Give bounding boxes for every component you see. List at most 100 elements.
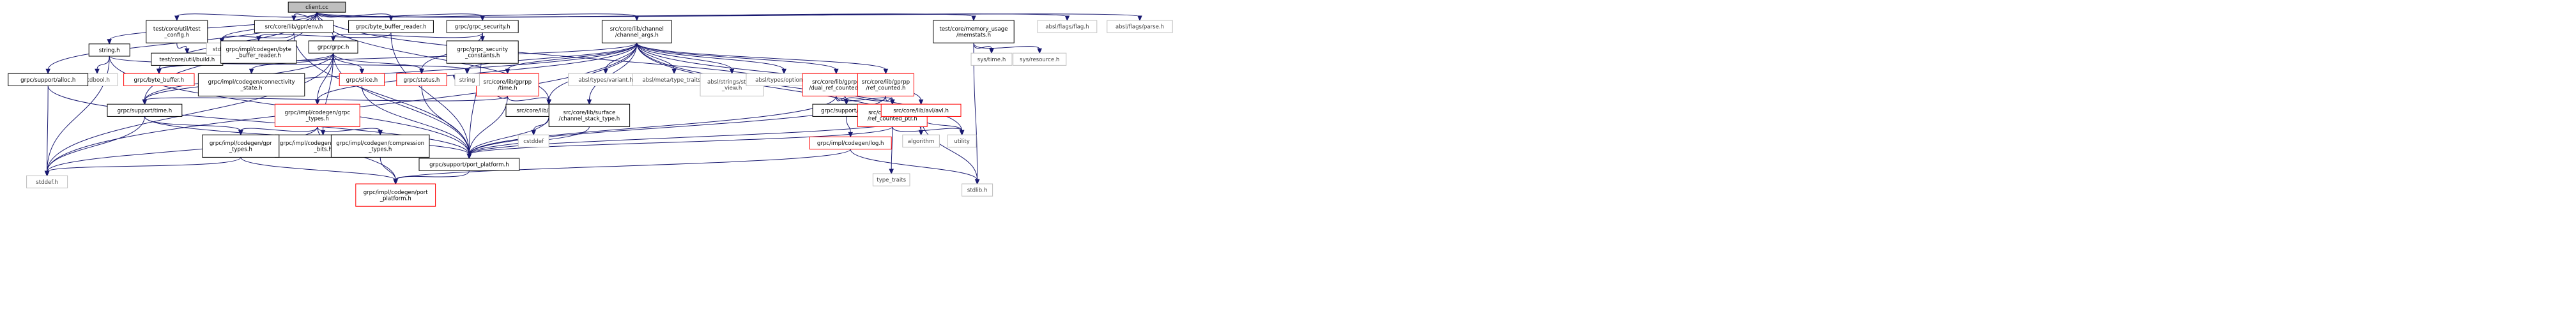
arrowhead-icon [586,99,592,105]
node-label: grpc/grpc_security [457,47,508,53]
node-string_h[interactable]: string.h [88,43,130,57]
node-label: absl/meta/type_traits.h [642,77,706,84]
edge-line [47,86,49,172]
node-flag: absl/flags/flag.h [1037,20,1098,33]
node-label: /channel_args.h [615,32,659,38]
node-alloc[interactable]: grpc/support/alloc.h [8,73,89,86]
node-codegen_port_platform[interactable]: grpc/impl/codegen/port_platform.h [355,183,436,207]
node-label: sys/resource.h [1020,57,1059,63]
node-label: grpc/support/alloc.h [20,77,75,84]
edge-line [333,53,470,155]
node-gpr_types[interactable]: grpc/impl/codegen/gpr_types.h [202,134,280,158]
node-channel_stack_type[interactable]: src/core/lib/surface/channel_stack_type.… [548,103,631,127]
node-compression_types[interactable]: grpc/impl/codegen/compression_types.h [330,134,430,158]
node-port_platform[interactable]: grpc/support/port_platform.h [418,158,520,171]
edge-channel_args-to-string_view [636,43,735,75]
edge-codegen_log-to-codegen_port_platform [393,149,851,185]
node-codegen_grpc_types[interactable]: grpc/impl/codegen/grpc_types.h [274,103,360,127]
edge-line [240,157,396,181]
arrowhead-icon [989,48,994,54]
node-box [809,136,892,150]
node-label: grpc/support/time.h [118,108,172,114]
edge-line [395,149,851,181]
edge-line [885,96,893,102]
arrowhead-icon [505,68,510,75]
edge-codegen_log-to-stdlib [850,149,980,185]
edge-line [846,116,851,133]
node-algorithm: algorithm [902,134,940,147]
arrowhead-icon [959,130,965,136]
arrowhead-icon [883,68,889,75]
node-connectivity_state[interactable]: grpc/impl/codegen/connectivity_state.h [197,73,305,96]
edge-line [176,11,318,18]
node-label: /dual_ref_counted.h [809,86,863,92]
edge-line [109,56,468,70]
node-support_time[interactable]: grpc/support/time.h [107,103,183,117]
node-label: _types.h [368,147,392,153]
node-channel_args[interactable]: src/core/lib/channel/channel_args.h [601,20,672,43]
node-parse: absl/flags/parse.h [1107,20,1173,33]
node-box [872,173,910,186]
edge-line [466,43,638,70]
node-label: test/core/util/test [153,26,201,33]
node-grpc_security[interactable]: grpc/grpc_security.h [446,20,519,33]
node-gprpp_time[interactable]: src/core/lib/gprpp/time.h [476,73,539,96]
edge-ref_counted_ptr-to-utility [892,126,965,136]
node-ref_counted[interactable]: src/core/lib/gprpp/ref_counted.h [857,73,914,96]
node-label: _types.h [305,116,329,123]
node-label: /memstats.h [956,32,991,38]
edge-channel_args-to-channel_stack_type [586,43,638,105]
node-memstats[interactable]: test/core/memory_usage/memstats.h [933,20,1015,43]
node-box [933,20,1015,43]
arrowhead-icon [531,130,536,136]
node-slice[interactable]: grpc/slice.h [339,73,385,86]
edge-line [636,42,886,70]
edge-ref_counted_ptr-to-type_traits [889,126,894,175]
arrowhead-icon [359,68,365,75]
node-box [454,73,480,86]
node-stdlib: stdlib.h [962,183,993,197]
node-byte_buffer[interactable]: grpc/byte_buffer.h [123,73,195,86]
node-label: src/core/lib/gprpp [862,79,910,86]
node-status[interactable]: grpc/status.h [396,73,447,86]
node-avl[interactable]: src/core/lib/avl/avl.h [880,103,962,117]
node-box [446,40,519,64]
node-label: /ref_counted.h [866,86,905,92]
node-label: stdbool.h [84,77,110,84]
edge-line [317,43,638,101]
node-bbr_codegen[interactable]: grpc/impl/codegen/byte_buffer_reader.h [220,40,297,64]
node-box [518,134,549,147]
edge-line [468,116,549,155]
node-bbr[interactable]: grpc/byte_buffer_reader.h [348,20,434,33]
node-box [107,103,183,117]
node-security_constants[interactable]: grpc/grpc_security_constants.h [446,40,519,64]
node-test_config[interactable]: test/core/util/test_config.h [146,20,208,43]
edge-line [636,43,733,70]
arrowhead-icon [315,99,320,105]
edge-line [109,11,318,41]
node-box [274,103,360,127]
node-box [123,73,195,86]
node-label: _buffer_reader.h [236,52,281,59]
node-grpc_h[interactable]: grpc/grpc.h [308,40,358,54]
node-box [601,20,672,43]
arrowhead-icon [107,39,112,45]
node-box [1013,52,1067,66]
node-client[interactable]: client.cc [288,1,346,13]
arrowhead-icon [291,15,296,22]
node-utility: utility [947,134,977,147]
node-env[interactable]: src/core/lib/gpr/env.h [254,20,334,33]
edge-line [921,116,978,181]
node-label: _types.h [229,147,252,153]
node-codegen_log[interactable]: grpc/impl/codegen/log.h [809,136,892,150]
node-label: grpc/byte_buffer_reader.h [355,24,426,31]
node-box [355,183,436,207]
node-type_traits_h: absl/meta/type_traits.h [632,73,716,86]
edge-useful-to-cstddef [531,116,549,136]
node-label: grpc/impl/codegen/propagation [280,140,366,147]
edge-line [548,43,638,101]
edge-gprpp_time-to-useful [507,96,551,105]
edge-channel_args-to-optional [636,43,786,75]
edge-channel_args-to-ref_counted [636,42,889,75]
arrowhead-icon [249,68,254,75]
